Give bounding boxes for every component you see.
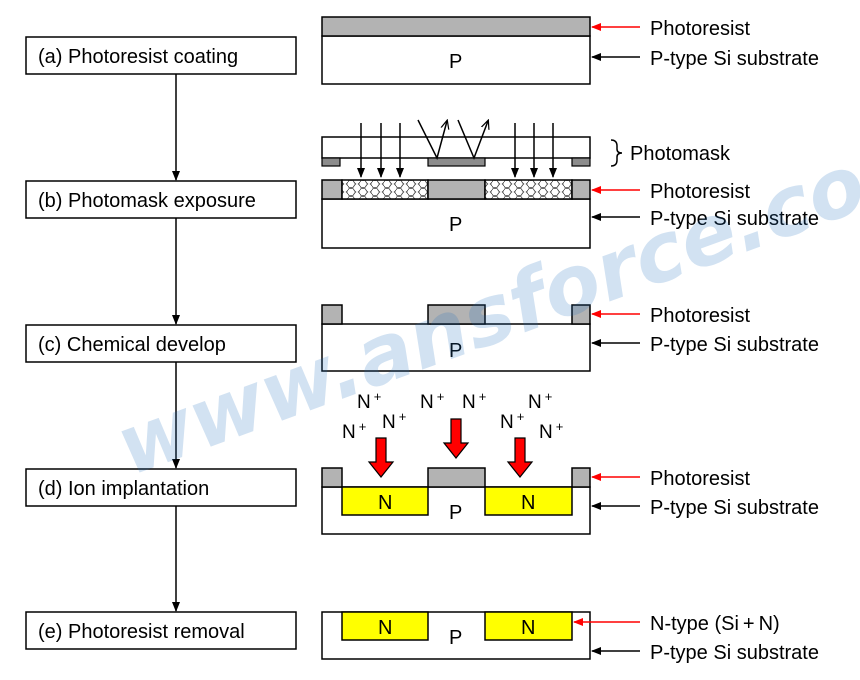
label-photoresist-b: Photoresist [650,181,750,203]
step-box-a: (a) Photoresist coating [25,36,297,75]
n-region-d-right [484,486,573,516]
photoresist-d-center [427,467,486,488]
photoresist-layer-a [321,16,591,37]
n-region-e-right [484,611,573,641]
n-label-d-right: N [521,492,535,514]
stage-d-cross-section: N N P [321,467,591,535]
step-label-d: (d) Ion implantation [38,478,209,500]
photoresist-c-center [427,304,486,325]
p-label-a: P [449,51,462,73]
ion-2: N+ [382,409,406,433]
photomask-glass [321,136,591,159]
step-box-c: (c) Chemical develop [25,324,297,363]
n-region-e-left [341,611,429,641]
exposed-resist-left [341,179,429,200]
implant-arrow-right [506,437,534,478]
label-n-type: N-type (Si + N) [650,613,780,635]
label-substrate-c: P-type Si substrate [650,334,819,356]
ion-8: N+ [539,419,563,443]
step-label-b: (b) Photomask exposure [38,190,256,212]
label-photoresist-c: Photoresist [650,305,750,327]
step-box-d: (d) Ion implantation [25,468,297,507]
light-rays [357,120,557,178]
photoresist-d-left [321,467,343,488]
stage-a-cross-section: P [321,16,591,85]
substrate-b [321,198,591,249]
photoresist-b-center [427,179,486,200]
ion-1: N+ [357,389,381,413]
ion-4: N+ [420,389,444,413]
label-photoresist-d: Photoresist [650,468,750,490]
step-label-a: (a) Photoresist coating [38,46,238,68]
photoresist-b-right [571,179,591,200]
step-box-b: (b) Photomask exposure [25,180,297,219]
step-label-c: (c) Chemical develop [38,334,226,356]
ion-7: N+ [500,409,524,433]
ion-3: N+ [342,419,366,443]
n-label-e-right: N [521,617,535,639]
label-substrate-b: P-type Si substrate [650,208,819,230]
ion-6: N+ [528,389,552,413]
step-label-e: (e) Photoresist removal [38,621,245,643]
label-photoresist-a: Photoresist [650,18,750,40]
exposed-resist-right [484,179,573,200]
stage-c-cross-section: P [321,304,591,372]
photomask-brace [610,139,623,167]
mask-opaque-center [427,157,486,167]
mask-opaque-left [321,157,341,167]
n-label-e-left: N [378,617,392,639]
label-substrate-a: P-type Si substrate [650,48,819,70]
photomask [321,136,591,167]
n-region-d-left [341,486,429,516]
photoresist-c-left [321,304,343,325]
label-photomask: Photomask [630,143,731,165]
p-label-d: P [449,502,462,524]
p-label-c: P [449,340,462,362]
p-label-b: P [449,214,462,236]
photoresist-d-right [571,467,591,488]
implant-arrow-center [442,418,470,459]
implant-arrows [367,418,534,478]
p-label-e: P [449,627,462,649]
ion-5: N+ [462,389,486,413]
label-substrate-e: P-type Si substrate [650,642,819,664]
mask-opaque-right [571,157,591,167]
photoresist-b-left [321,179,343,200]
stage-b-cross-section: P [321,179,591,249]
implant-arrow-left [367,437,395,478]
ion-labels: N+ N+ N+ N+ N+ N+ N+ N+ [342,389,563,443]
n-label-d-left: N [378,492,392,514]
substrate-a [321,35,591,85]
photoresist-c-right [571,304,591,325]
label-substrate-d: P-type Si substrate [650,497,819,519]
step-box-e: (e) Photoresist removal [25,611,297,650]
substrate-c [321,323,591,372]
stage-e-cross-section: N N P [321,611,591,660]
